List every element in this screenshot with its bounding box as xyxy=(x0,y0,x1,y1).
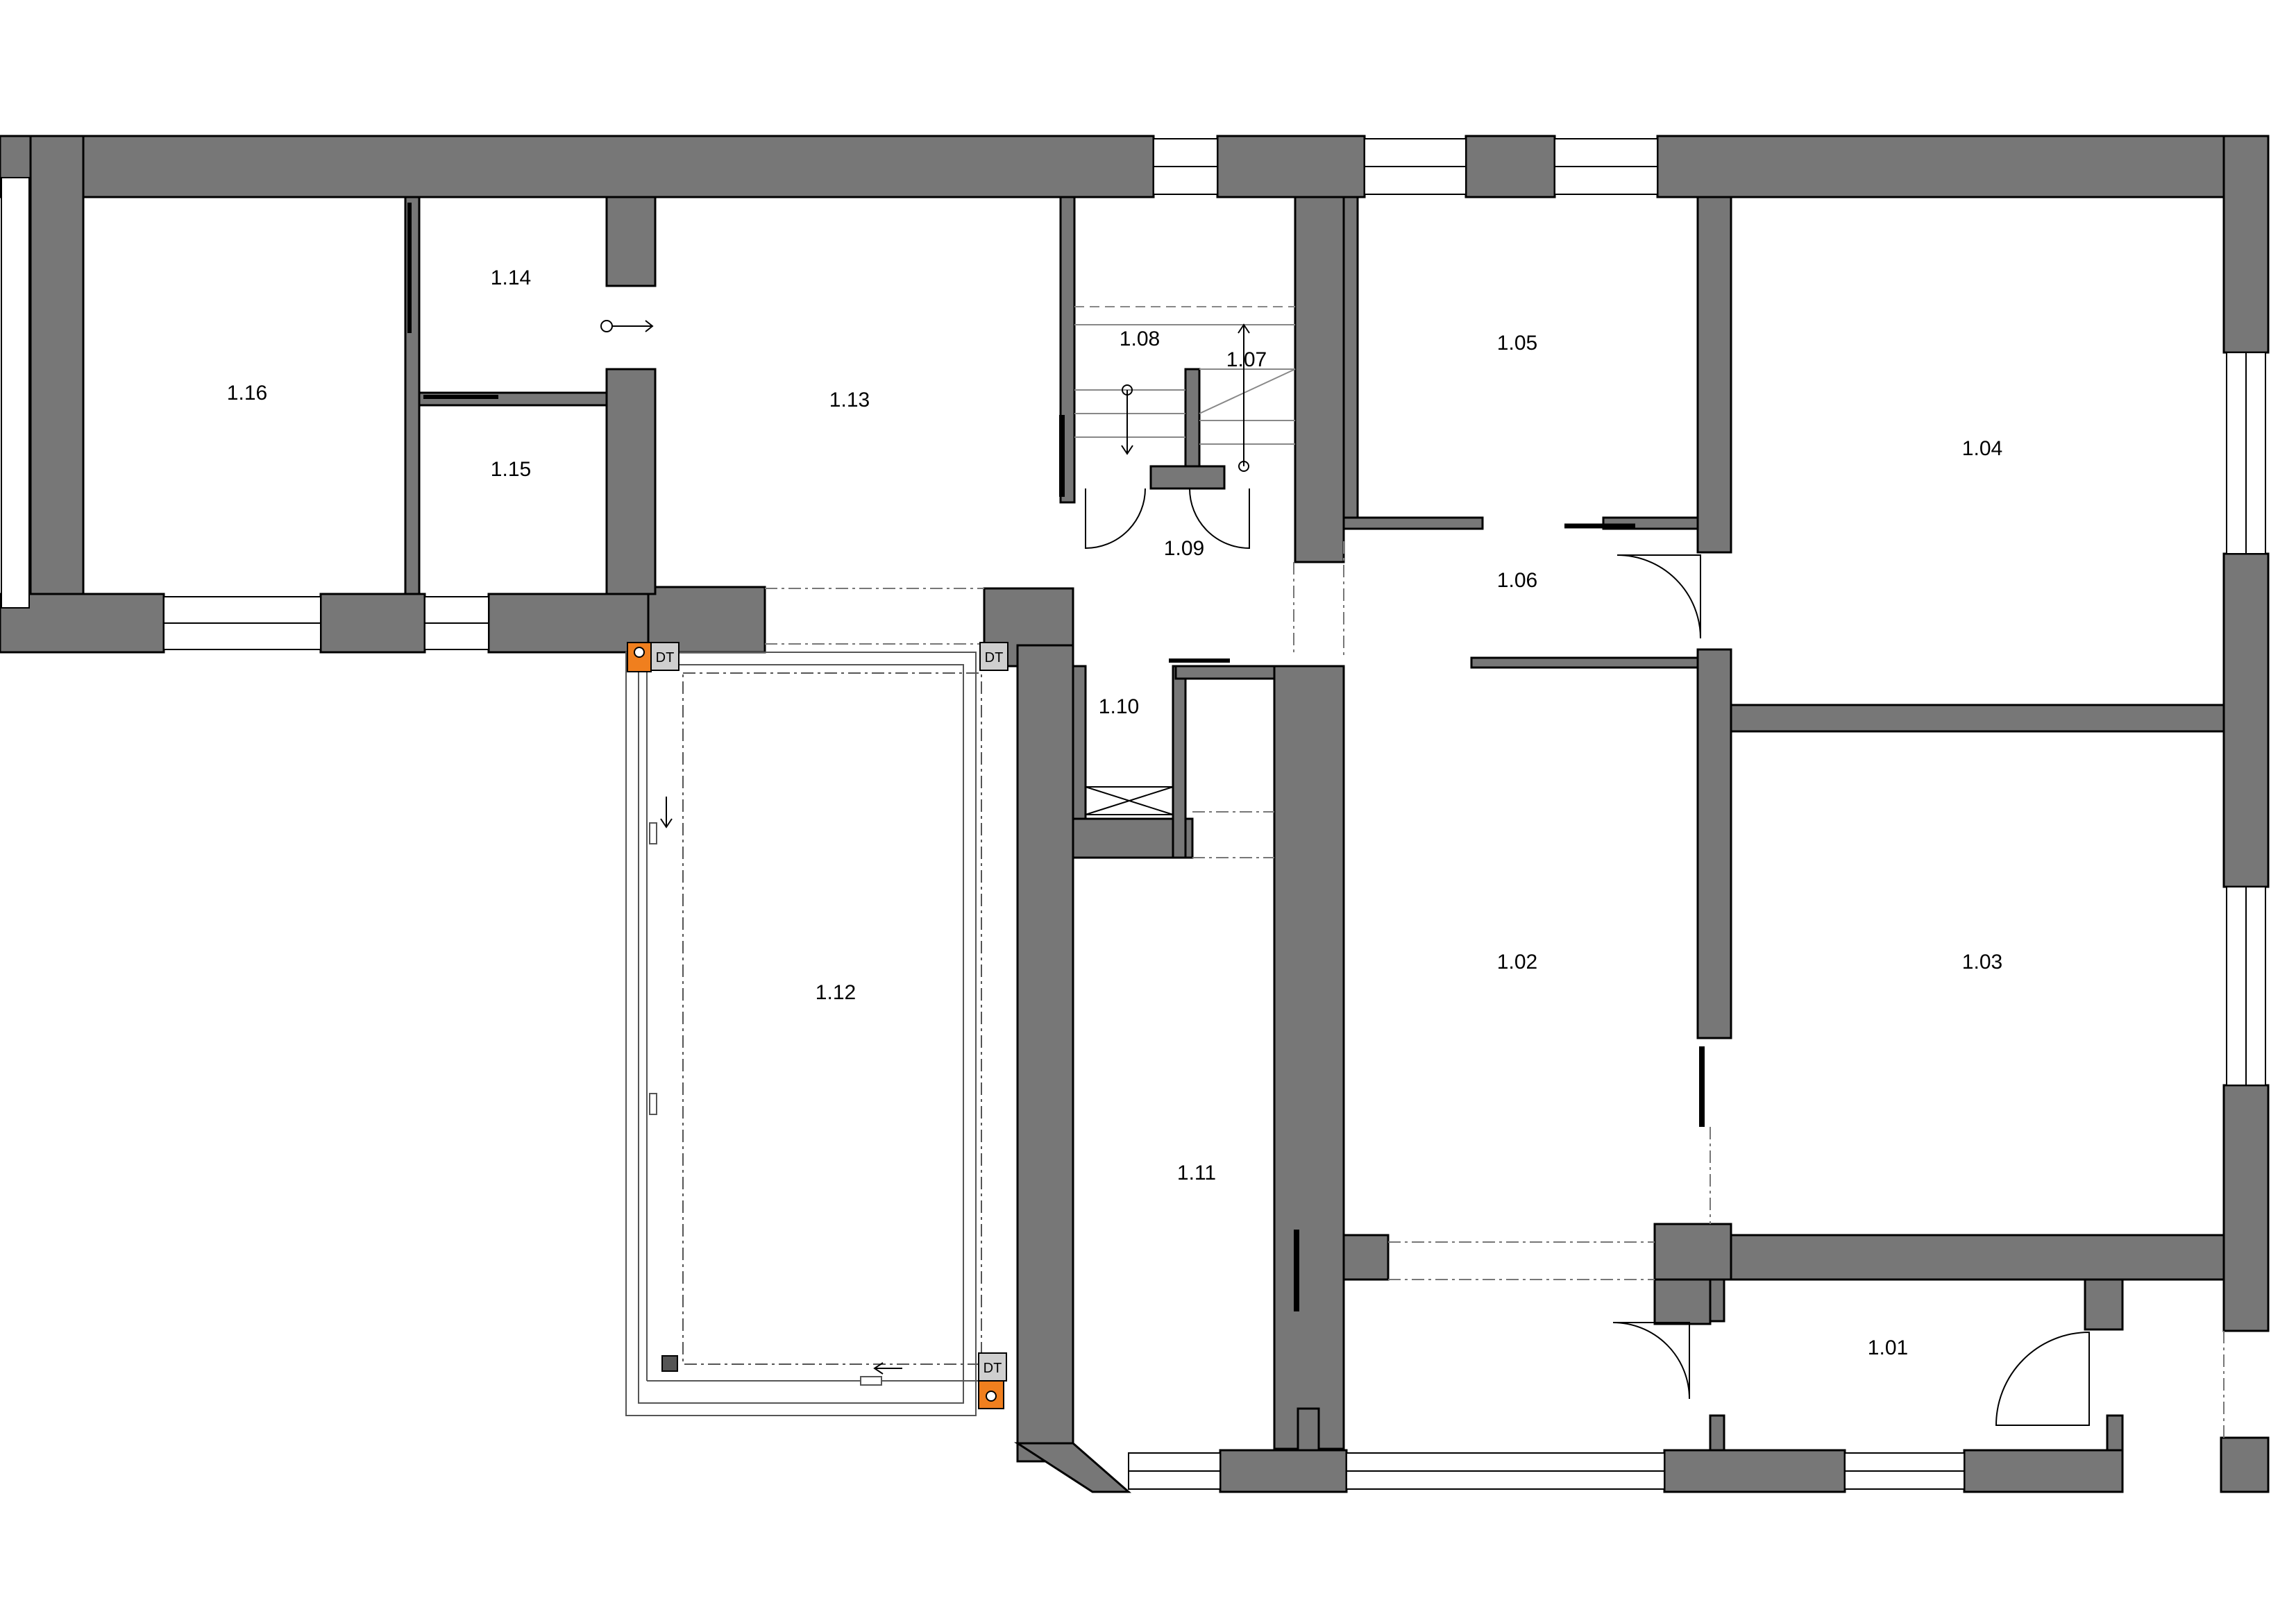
wall-top-mid xyxy=(1216,135,1366,198)
room-label-101: 1.01 xyxy=(1868,1336,1908,1359)
room-label-114: 1.14 xyxy=(491,266,531,289)
wall-right-2 xyxy=(2222,552,2270,888)
wall-103-south xyxy=(1730,1234,2225,1281)
wall-top-pier xyxy=(1464,135,1556,198)
downspout-box-1 xyxy=(650,642,679,671)
wall-bottom-1-jamb xyxy=(1297,1407,1320,1452)
stair-arrow-down-start xyxy=(1122,384,1133,396)
wall-1413-pier-top xyxy=(605,196,657,287)
walls xyxy=(0,135,2270,1493)
room-label-112: 1.12 xyxy=(816,981,856,1004)
wall-110-east xyxy=(1172,665,1187,859)
room-label-103: 1.03 xyxy=(1962,951,2002,974)
room-label-111: 1.11 xyxy=(1177,1162,1216,1184)
wall-101-west-jamb xyxy=(1709,1278,1725,1323)
door-109-east-swing xyxy=(1189,488,1250,550)
downspout-box-3 xyxy=(978,1352,1007,1382)
room-label-108: 1.08 xyxy=(1120,328,1160,350)
wall-104-west xyxy=(1696,196,1732,554)
downspout-tag-1: DT xyxy=(656,650,675,665)
stair-arrow-up-head xyxy=(1238,323,1250,334)
wall-bottom-3 xyxy=(1963,1449,2124,1493)
frame-dashed xyxy=(682,672,982,1365)
wall-right-3 xyxy=(2222,1084,2270,1332)
column-nw-pipe xyxy=(634,647,645,658)
door-lobby-swing xyxy=(1612,1322,1690,1400)
door-109-west-swing xyxy=(1085,488,1146,550)
downspout-tag-2: DT xyxy=(985,650,1004,665)
door-114-arrow xyxy=(612,320,654,332)
stair-arrow-down-head xyxy=(1121,445,1133,455)
wall-102-east xyxy=(1696,648,1732,1039)
wall-stair-mid xyxy=(1184,368,1201,468)
room-label-106: 1.06 xyxy=(1497,569,1537,592)
door-106-swing xyxy=(1617,554,1701,639)
room-label-109: 1.09 xyxy=(1164,537,1204,560)
column-se-pipe xyxy=(986,1391,997,1402)
downspout-box-2 xyxy=(979,642,1008,671)
stair-winder xyxy=(1199,368,1296,414)
wall-bottom-1 xyxy=(1219,1449,1348,1493)
wall-stair-east xyxy=(1294,196,1345,563)
frame-latch-3 xyxy=(860,1376,882,1386)
room-label-113: 1.13 xyxy=(829,389,870,411)
wall-104-103 xyxy=(1730,704,2225,733)
wall-101-west-top xyxy=(1653,1278,1712,1325)
wall-bottom-2-jamb xyxy=(1709,1414,1725,1452)
wall-102-se xyxy=(1653,1223,1732,1281)
room-labels: 1.01 1.02 1.03 1.04 1.05 1.06 1.07 1.08 … xyxy=(227,266,2002,1359)
wall-111-east xyxy=(1273,665,1345,1450)
stair-arrow-up-start xyxy=(1238,461,1249,472)
wall-corner-slant xyxy=(1013,1442,1131,1493)
shaft-box xyxy=(1085,786,1174,815)
wall-south-4 xyxy=(647,586,766,654)
wall-left-top xyxy=(0,135,32,182)
wall-bottom-4 xyxy=(2220,1436,2270,1493)
dashed-lines xyxy=(765,541,2225,1438)
room-label-107: 1.07 xyxy=(1226,348,1267,371)
frame-inner xyxy=(638,664,964,1404)
wall-1112-divider xyxy=(1016,644,1074,1463)
door-101-swing xyxy=(1995,1331,2090,1426)
room-label-102: 1.02 xyxy=(1497,951,1537,974)
pergola-frame xyxy=(625,652,982,1416)
frame-latch-1 xyxy=(649,822,657,844)
wall-top-left xyxy=(0,135,1155,198)
room-label-110: 1.10 xyxy=(1099,695,1139,718)
frame-arrow-down xyxy=(660,797,673,829)
room-label-104: 1.04 xyxy=(1962,437,2002,460)
wall-106-102 xyxy=(1470,656,1699,669)
wall-right-1 xyxy=(2222,135,2270,354)
wall-101-east-top xyxy=(2084,1278,2124,1331)
wall-105-west xyxy=(1342,196,1359,529)
wall-105-south xyxy=(1342,516,1484,530)
downspout-tag-3: DT xyxy=(984,1361,1002,1376)
frame-arrow-left xyxy=(873,1362,902,1375)
wall-1413-pier-bottom xyxy=(605,368,657,595)
wall-south-2 xyxy=(319,593,426,654)
room-label-105: 1.05 xyxy=(1497,332,1537,355)
frame-outer xyxy=(625,652,977,1416)
room-label-115: 1.15 xyxy=(491,458,531,481)
shaft-110 xyxy=(1085,786,1174,815)
frame-latch-2 xyxy=(649,1093,657,1115)
wall-closet-top xyxy=(1174,665,1276,680)
doors xyxy=(407,203,2090,1426)
room-label-116: 1.16 xyxy=(227,382,267,405)
windows xyxy=(1,138,2266,1490)
window-left-edge xyxy=(1,177,30,609)
wall-stair-landing xyxy=(1149,465,1226,490)
wall-top-right xyxy=(1656,135,2270,198)
columns xyxy=(627,642,1004,1409)
wall-102-sw xyxy=(1342,1234,1390,1281)
downspouts: DT DT DT xyxy=(650,642,1008,1382)
wall-110-west xyxy=(1072,665,1087,820)
frame-post xyxy=(661,1355,678,1372)
stairs xyxy=(1074,306,1296,472)
wall-left xyxy=(29,135,85,654)
wall-bottom-2 xyxy=(1663,1449,1846,1493)
shaft-cross-2 xyxy=(1085,786,1174,815)
